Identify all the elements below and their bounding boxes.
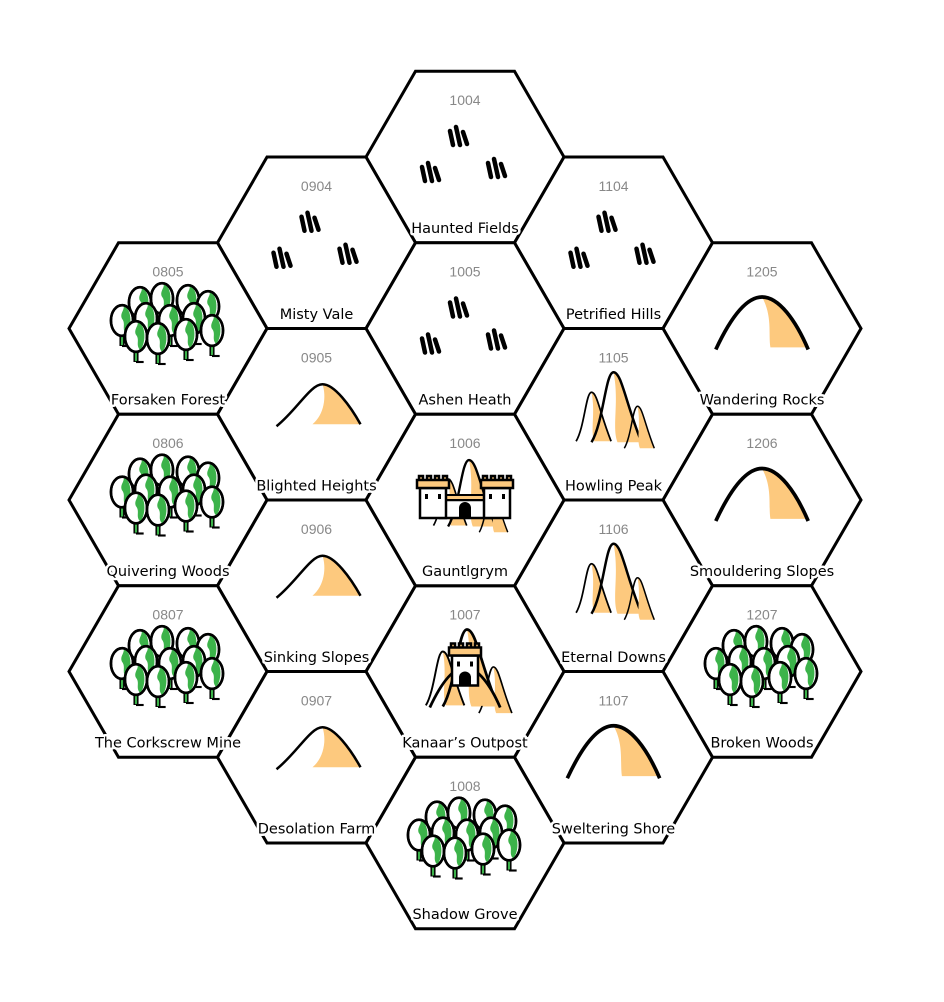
hex-number: 1104 [598, 178, 628, 194]
hex-number: 0805 [152, 264, 183, 280]
hex-label: Haunted Fields [411, 221, 519, 237]
hex-label: Petrified Hills [566, 307, 661, 323]
hex-label: Forsaken Forest [111, 393, 226, 409]
hex-label: Sinking Slopes [264, 650, 370, 666]
hex-number: 1004 [449, 92, 480, 108]
castle-terrain [415, 460, 515, 532]
hex-number: 0906 [301, 521, 332, 537]
hex-label: Shadow Grove [412, 907, 517, 923]
hex-label: Wandering Rocks [700, 393, 825, 409]
hex-number: 1007 [449, 607, 480, 623]
hex-number: 1006 [449, 435, 480, 451]
hex-label: Misty Vale [280, 307, 354, 323]
hex-label: Desolation Farm [258, 821, 376, 837]
hex-number: 1105 [598, 349, 628, 365]
tower-icon [447, 642, 483, 687]
hex-number: 1005 [449, 264, 480, 280]
hex-number: 1206 [746, 435, 777, 451]
castle-icon [415, 474, 515, 520]
hex-label: Broken Woods [710, 736, 813, 752]
hex-number: 1106 [598, 521, 628, 537]
hex-number: 1205 [746, 264, 777, 280]
hex-layer [67, 69, 863, 931]
hex-number: 0806 [152, 435, 183, 451]
hex-number: 1107 [598, 692, 628, 708]
hex-number: 0905 [301, 349, 332, 365]
hex-label: Blighted Heights [256, 478, 376, 494]
hex-number: 1008 [449, 778, 480, 794]
hex-number: 0904 [301, 178, 332, 194]
hex-label: Gauntlgrym [422, 564, 508, 580]
hex-label: Smouldering Slopes [690, 564, 834, 580]
tower-icon [415, 474, 451, 520]
hex-label: Ashen Heath [419, 393, 512, 409]
hex-label: Quivering Woods [106, 564, 229, 580]
hex-number: 0907 [301, 692, 332, 708]
hex-label: Eternal Downs [561, 650, 666, 666]
tower-terrain [426, 630, 512, 714]
hex-label: The Corkscrew Mine [94, 736, 241, 752]
hex-label: Kanaar’s Outpost [402, 736, 528, 752]
tower-icon [479, 474, 515, 520]
hex-label: Howling Peak [565, 478, 663, 494]
hex-label: Sweltering Shore [552, 821, 676, 837]
hex-number: 0807 [152, 607, 183, 623]
icon-layer [111, 127, 817, 879]
hex-number: 1207 [746, 607, 777, 623]
